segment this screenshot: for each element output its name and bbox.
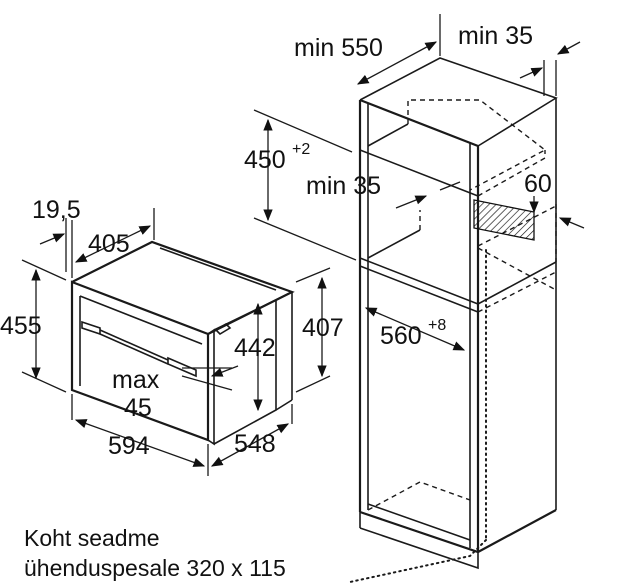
label-max-45: 45 (124, 394, 152, 422)
label-450-tolerance: +2 (292, 141, 310, 158)
caption-line-1: Koht seadme (24, 525, 160, 551)
oven-dimensions (21, 208, 331, 476)
vent-cutout (473, 199, 535, 241)
label-60: 60 (524, 170, 552, 198)
label-min-35-mid: min 35 (306, 172, 381, 200)
label-19-5: 19,5 (32, 196, 81, 224)
socket-caption: Koht seadme ühenduspesale 320 x 115 (24, 525, 286, 581)
dimension-labels: min 550 min 35 450 +2 min 35 60 19,5 405… (0, 22, 552, 460)
label-442: 442 (234, 334, 276, 362)
label-594: 594 (108, 432, 150, 460)
caption-line-2: ühenduspesale 320 x 115 (24, 555, 286, 581)
label-405: 405 (88, 230, 130, 258)
label-407: 407 (302, 314, 344, 342)
label-max: max (112, 366, 160, 394)
label-560-tolerance: +8 (428, 317, 446, 334)
tall-cabinet (349, 57, 558, 583)
label-450: 450 (244, 146, 286, 174)
label-min-35-top: min 35 (458, 22, 533, 50)
cabinet-dimensions (253, 14, 585, 351)
label-548: 548 (234, 430, 276, 458)
label-560: 560 (380, 322, 422, 350)
label-455: 455 (0, 312, 42, 340)
label-min-550: min 550 (294, 34, 383, 62)
